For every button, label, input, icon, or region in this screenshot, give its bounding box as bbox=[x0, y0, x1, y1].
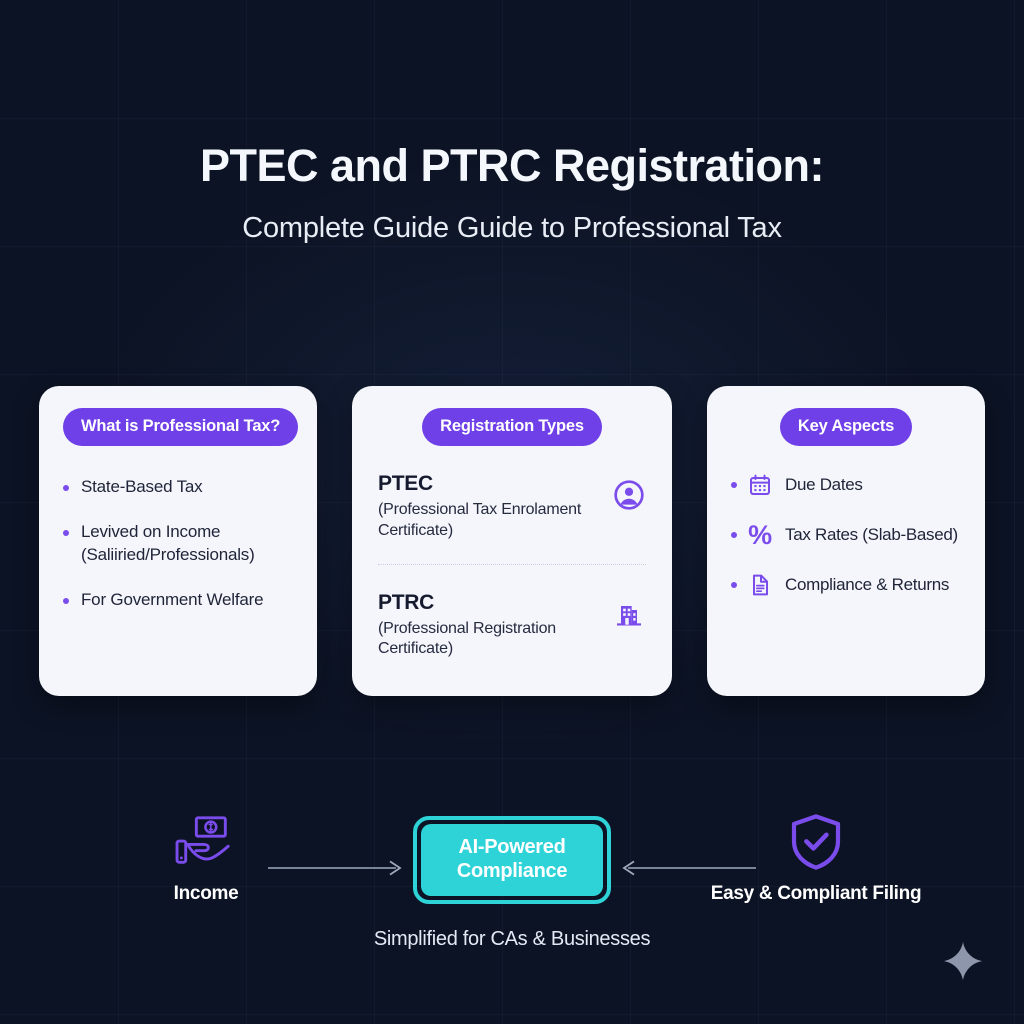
hand-holding-money-icon bbox=[96, 809, 316, 875]
registration-type-text: PTEC (Professional Tax Enrolament Certif… bbox=[378, 472, 612, 542]
list-item: % Tax Rates (Slab-Based) bbox=[731, 519, 961, 550]
compliance-line-2: Compliance bbox=[456, 860, 568, 882]
card-divider bbox=[378, 563, 646, 565]
registration-code: PTEC bbox=[378, 472, 433, 495]
bullet-label: State-Based Tax bbox=[81, 477, 203, 496]
bullet-label: For Government Welfare bbox=[81, 589, 264, 609]
calendar-icon bbox=[747, 472, 773, 498]
registration-type-ptrc: PTRC (Professional Registration Certific… bbox=[378, 591, 646, 661]
registration-type-text: PTRC (Professional Registration Certific… bbox=[378, 591, 612, 661]
bullet-dot-icon bbox=[63, 529, 69, 536]
flow-node-income: Income bbox=[96, 809, 316, 905]
bullet-dot-icon bbox=[63, 597, 69, 604]
header: PTEC and PTRC Registration: Complete Gui… bbox=[0, 140, 1024, 245]
compliance-line-1: AI-Powered bbox=[458, 836, 566, 859]
cards-row: What is Professional Tax? State-Based Ta… bbox=[39, 386, 985, 696]
ai-powered-compliance-text: AI-Powered Compliance bbox=[456, 836, 568, 883]
bullet-dot-icon bbox=[731, 482, 737, 488]
flow-label-income: Income bbox=[173, 883, 239, 904]
card-badge-key-aspects: Key Aspects bbox=[779, 408, 913, 446]
registration-code: PTRC bbox=[378, 590, 434, 614]
list-item: Levived on Income (Saliiried/Professiona… bbox=[63, 521, 293, 567]
card-registration-types: Registration Types PTEC (Professional Ta… bbox=[352, 386, 672, 696]
shield-check-icon bbox=[706, 809, 926, 875]
ai-powered-compliance-inner: AI-Powered Compliance bbox=[421, 824, 603, 896]
bullet-label: Levived on Income (Saliiried/Professiona… bbox=[81, 521, 255, 564]
key-aspect-label: Due Dates bbox=[785, 475, 863, 494]
document-icon bbox=[747, 572, 773, 598]
ai-powered-compliance-box[interactable]: AI-Powered Compliance bbox=[413, 816, 611, 904]
flow-caption: Simplified for CAs & Businesses bbox=[373, 928, 651, 950]
professional-tax-bullet-list: State-Based Tax Levived on Income (Salii… bbox=[63, 476, 293, 612]
bullet-dot-icon bbox=[63, 485, 69, 491]
percent-icon: % bbox=[748, 519, 772, 550]
bullet-dot-icon bbox=[731, 582, 737, 588]
sparkle-icon bbox=[940, 940, 986, 986]
card-badge-registration-types: Registration Types bbox=[422, 408, 602, 446]
flow-diagram: Income Easy & Compliant Filing bbox=[0, 805, 1024, 935]
list-item: State-Based Tax bbox=[63, 476, 293, 499]
page-subtitle: Complete Guide Guide to Professional Tax bbox=[242, 211, 782, 244]
card-key-aspects: Key Aspects bbox=[707, 386, 985, 696]
list-item: Compliance & Returns bbox=[731, 572, 961, 598]
key-aspects-list: Due Dates % Tax Rates (Slab-Based) bbox=[731, 472, 961, 598]
card-badge-what-is-professional-tax: What is Professional Tax? bbox=[63, 408, 299, 446]
office-building-icon bbox=[612, 597, 646, 631]
user-circle-icon bbox=[612, 478, 646, 512]
list-item: Due Dates bbox=[731, 472, 961, 498]
key-aspect-label: Tax Rates (Slab-Based) bbox=[785, 525, 958, 544]
key-aspect-label: Compliance & Returns bbox=[785, 575, 950, 594]
list-item: For Government Welfare bbox=[63, 589, 293, 612]
page-title: PTEC and PTRC Registration: bbox=[199, 140, 825, 191]
registration-type-ptec: PTEC (Professional Tax Enrolament Certif… bbox=[378, 472, 646, 542]
flow-label-easy-compliant-filing: Easy & Compliant Filing bbox=[710, 883, 922, 904]
registration-description: (Professional Tax Enrolament Certificate… bbox=[378, 501, 582, 539]
registration-description: (Professional Registration Certificate) bbox=[378, 619, 556, 658]
arrow-filing-to-compliance-icon bbox=[618, 859, 756, 877]
flow-node-easy-compliant-filing: Easy & Compliant Filing bbox=[706, 809, 926, 905]
bullet-dot-icon bbox=[731, 532, 737, 538]
arrow-income-to-compliance-icon bbox=[268, 859, 406, 877]
card-what-is-professional-tax: What is Professional Tax? State-Based Ta… bbox=[39, 386, 317, 696]
